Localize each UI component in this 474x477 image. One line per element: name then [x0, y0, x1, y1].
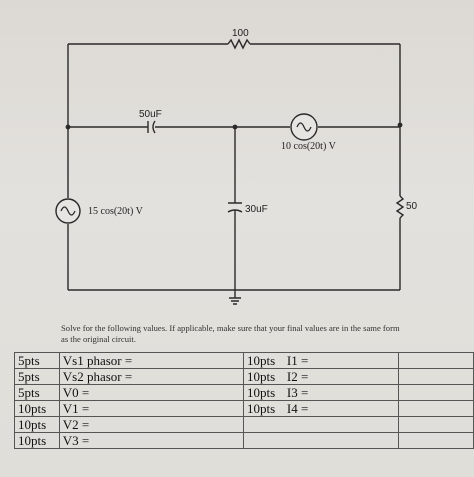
- table-row: 10pts V2 =: [14, 416, 474, 433]
- points-cell: 10pts: [14, 416, 60, 433]
- question-cell[interactable]: V0 =: [58, 384, 245, 401]
- empty-cell: [397, 416, 474, 433]
- question-cell[interactable]: Vs1 phasor =: [58, 352, 245, 369]
- source-vs1-label: 15 cos(20t) V: [88, 206, 143, 217]
- question-cell[interactable]: I3 =: [283, 384, 399, 401]
- ground-icon: [229, 297, 241, 305]
- question-cell[interactable]: I4 =: [283, 400, 399, 417]
- points-cell: 5pts: [14, 384, 60, 401]
- points-cell: 10pts: [243, 400, 284, 417]
- ac-source-vs1-icon: [55, 198, 81, 224]
- points-cell: [243, 432, 284, 449]
- table-row: 10pts V1 = 10pts I4 =: [14, 400, 474, 417]
- question-cell[interactable]: V1 =: [58, 400, 245, 417]
- question-cell[interactable]: V2 =: [58, 416, 245, 433]
- points-cell: 10pts: [243, 352, 284, 369]
- points-cell: [243, 416, 284, 433]
- question-cell[interactable]: I2 =: [283, 368, 399, 385]
- answer-table: 5pts Vs1 phasor = 10pts I1 = 5pts Vs2 ph…: [14, 352, 474, 449]
- node-center: [232, 124, 238, 130]
- empty-cell: [397, 384, 474, 401]
- table-row: 5pts Vs1 phasor = 10pts I1 =: [14, 352, 474, 369]
- question-cell: [283, 416, 399, 433]
- node-left: [65, 124, 71, 130]
- empty-cell: [397, 432, 474, 449]
- points-cell: 5pts: [14, 368, 60, 385]
- ac-source-vs2-icon: [290, 113, 318, 141]
- empty-cell: [397, 368, 474, 385]
- table-row: 10pts V3 =: [14, 432, 474, 449]
- empty-cell: [397, 400, 474, 417]
- question-cell[interactable]: I1 =: [283, 352, 399, 369]
- instructions-text: Solve for the following values. If appli…: [61, 323, 400, 344]
- points-cell: 10pts: [243, 368, 284, 385]
- points-cell: 10pts: [14, 400, 60, 417]
- capacitor-30uf-label: 30uF: [245, 204, 268, 215]
- points-cell: 10pts: [14, 432, 60, 449]
- resistor-50-icon: [395, 195, 405, 219]
- resistor-100-label: 100: [232, 28, 249, 39]
- table-row: 5pts Vs2 phasor = 10pts I2 =: [14, 368, 474, 385]
- question-cell[interactable]: V3 =: [58, 432, 245, 449]
- node-right: [397, 122, 403, 128]
- points-cell: 5pts: [14, 352, 60, 369]
- capacitor-50uf-icon: [147, 120, 156, 134]
- table-row: 5pts V0 = 10pts I3 =: [14, 384, 474, 401]
- resistor-100-icon: [227, 38, 251, 50]
- question-cell: [283, 432, 399, 449]
- resistor-50-label: 50: [406, 201, 418, 212]
- question-cell[interactable]: Vs2 phasor =: [58, 368, 245, 385]
- points-cell: 10pts: [243, 384, 284, 401]
- source-vs2-label: 10 cos(20t) V: [281, 141, 336, 152]
- empty-cell: [397, 352, 474, 369]
- capacitor-50uf-label: 50uF: [139, 109, 162, 120]
